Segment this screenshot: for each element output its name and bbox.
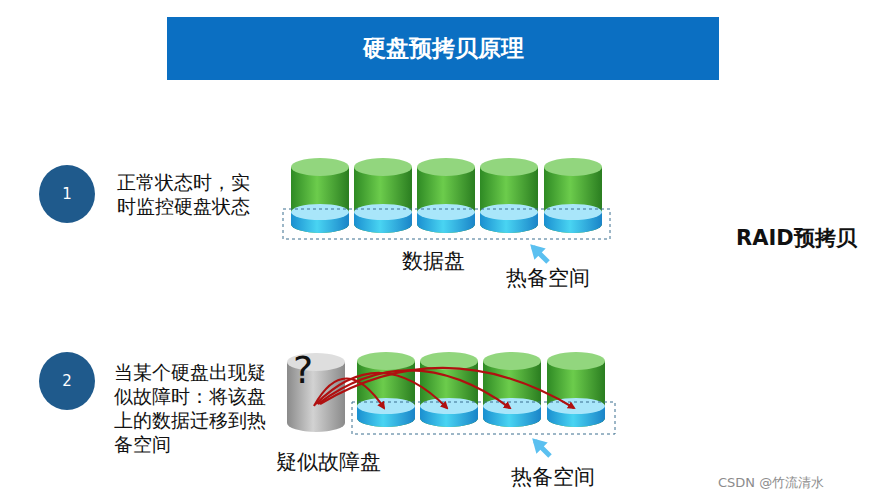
fault-disk-label: 疑似故障盘 xyxy=(276,448,381,476)
title-band: 硬盘预拷贝原理 xyxy=(167,17,719,80)
title: 硬盘预拷贝原理 xyxy=(363,33,524,64)
step-circle: 1 xyxy=(39,165,95,223)
step-text: 正常状态时，实时监控硬盘状态 xyxy=(117,170,255,218)
question-mark: ? xyxy=(293,348,313,392)
spare-label: 热备空间 xyxy=(511,463,595,491)
step-text: 当某个硬盘出现疑似故障时：将该盘上的数据迁移到热备空间 xyxy=(114,360,271,456)
step-number: 2 xyxy=(62,372,72,390)
side-title: RAID预拷贝 xyxy=(736,224,857,252)
step-circle: 2 xyxy=(39,352,95,410)
spare-label: 热备空间 xyxy=(506,264,590,292)
disk-label: 数据盘 xyxy=(402,247,465,275)
watermark: CSDN @竹流清水 xyxy=(718,474,824,492)
step-number: 1 xyxy=(62,185,72,203)
